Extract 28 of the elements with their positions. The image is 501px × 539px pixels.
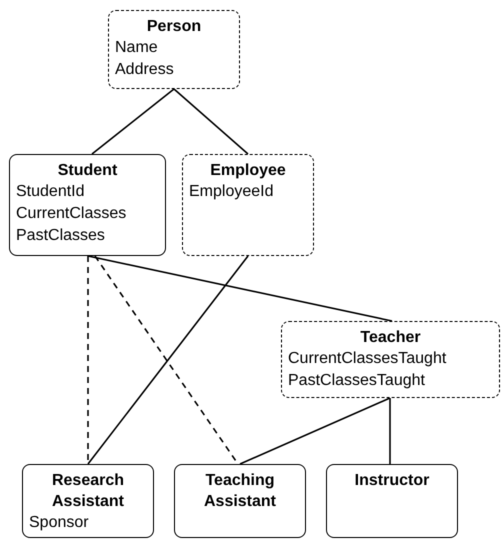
connector-line	[389, 398, 391, 464]
class-name: Employee	[209, 161, 287, 181]
connector-line	[88, 255, 392, 322]
attribute-text: StudentId	[16, 182, 86, 202]
attribute-text: Address	[115, 60, 175, 80]
class-name: Instructor	[354, 471, 430, 491]
connector-line	[240, 397, 390, 465]
attribute-text: Sponsor	[29, 513, 90, 533]
class-name: Student	[56, 161, 118, 181]
class-name: Person	[146, 17, 202, 37]
class-box	[9, 154, 166, 256]
class-box	[326, 464, 458, 538]
attribute-text: Name	[115, 38, 159, 58]
attribute-text: CurrentClasses	[16, 204, 128, 224]
class-name: Teaching Assistant	[202, 471, 278, 512]
class-box	[174, 464, 306, 538]
class-box	[22, 464, 154, 538]
attribute-text: PastClassesTaught	[288, 371, 426, 391]
class-name: Teacher	[359, 328, 422, 348]
class-box	[108, 10, 240, 89]
connector-line	[92, 88, 174, 155]
class-box	[182, 154, 314, 256]
attribute-text: EmployeeId	[189, 182, 274, 202]
attribute-text: CurrentClassesTaught	[288, 349, 448, 369]
class-box	[281, 321, 500, 398]
connector-line	[173, 88, 249, 155]
attribute-text: PastClasses	[16, 226, 106, 246]
class-name: Research Assistant	[50, 471, 126, 512]
